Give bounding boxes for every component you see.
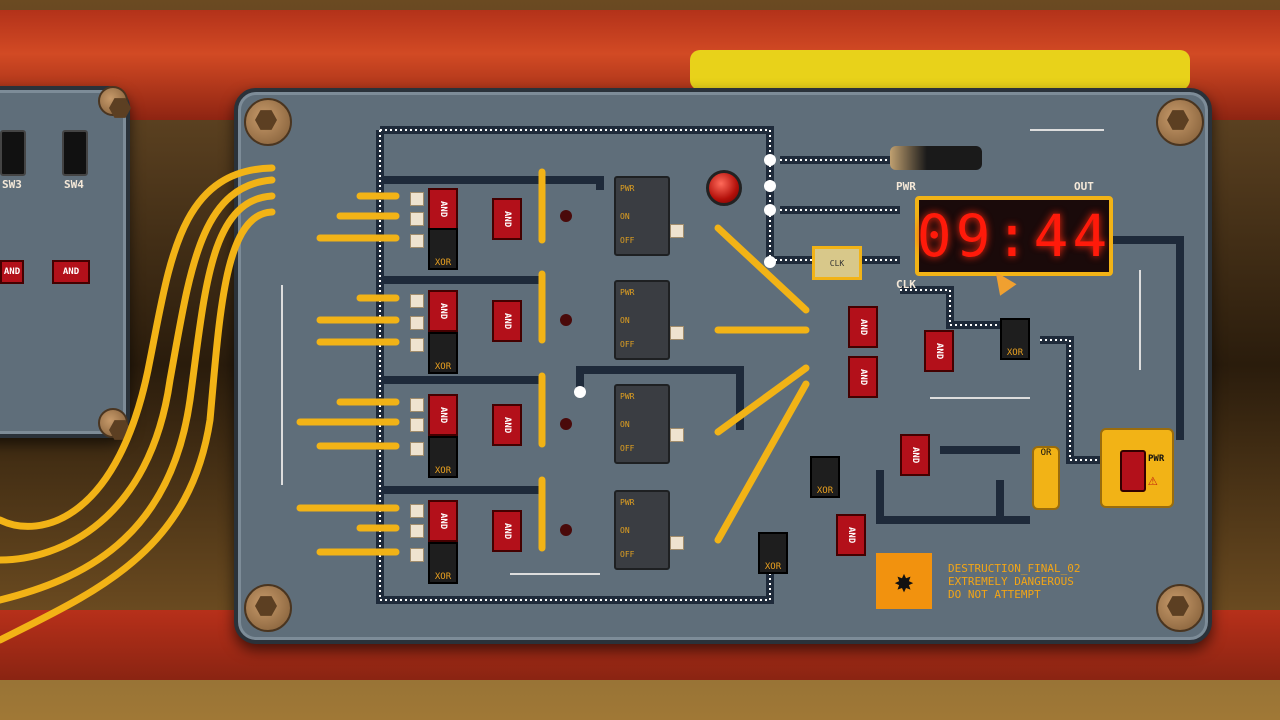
connector-pin [410, 418, 424, 432]
connector-pin [410, 398, 424, 412]
screw [98, 408, 128, 438]
indicator-led [560, 314, 572, 326]
and-gate-chip: AND [492, 198, 522, 240]
connector-pin [410, 548, 424, 562]
out-label: OUT [1074, 180, 1094, 193]
connector-pin [670, 326, 684, 340]
red-push-button[interactable] [706, 170, 742, 206]
pwr-label: PWR [896, 180, 916, 193]
junction-node [764, 180, 776, 192]
screw [98, 86, 128, 116]
connector-pin [410, 294, 424, 308]
sw3-label: SW3 [2, 178, 22, 191]
xor-gate-chip: XOR [758, 532, 788, 574]
xor-gate-chip: XOR [810, 456, 840, 498]
connector-pin [670, 428, 684, 442]
or-gate-chip: OR [1032, 446, 1060, 510]
screw-bottom-left [244, 584, 292, 632]
and-gate-chip: AND [428, 188, 458, 230]
countdown-timer-display: 09:44 [915, 196, 1113, 276]
connector-pin [670, 536, 684, 550]
junction-node [764, 154, 776, 166]
sw4-label: SW4 [64, 178, 84, 191]
screw-top-left [244, 98, 292, 146]
and-gate-chip: AND [900, 434, 930, 476]
junction-node [764, 256, 776, 268]
junction-node [574, 386, 586, 398]
and-gate-chip: AND [428, 500, 458, 542]
xor-gate-chip: XOR [428, 332, 458, 374]
and-gate-chip: AND [924, 330, 954, 372]
and-gate-chip: AND [492, 300, 522, 342]
connector-pin [410, 212, 424, 226]
connector-pin [410, 234, 424, 248]
indicator-led [560, 210, 572, 222]
indicator-led [560, 524, 572, 536]
screw-top-right [1156, 98, 1204, 146]
switch-sw4[interactable] [62, 130, 88, 176]
xor-gate-chip: XOR [428, 228, 458, 270]
and-gate-chip: AND [836, 514, 866, 556]
and-gate-chip: AND [428, 290, 458, 332]
connector-pin [670, 224, 684, 238]
connector-pin [410, 442, 424, 456]
and-gate-chip: AND [848, 356, 878, 398]
barrel-connector [890, 146, 982, 170]
warning-triangle-icon: ⚠ [1148, 470, 1158, 489]
and-gate-chip: AND [52, 260, 90, 284]
explosion-hazard-icon: ✸ [876, 553, 932, 609]
connector-pin [410, 192, 424, 206]
and-gate-chip: AND [848, 306, 878, 348]
screw-bottom-right [1156, 584, 1204, 632]
and-gate-chip: AND [428, 394, 458, 436]
connector-pin [410, 524, 424, 538]
indicator-led [560, 418, 572, 430]
xor-gate-chip: XOR [428, 542, 458, 584]
and-gate-chip: AND [492, 510, 522, 552]
connector-pin [410, 316, 424, 330]
junction-node [764, 204, 776, 216]
power-module-label: PWR [1148, 454, 1165, 464]
and-gate-chip: AND [0, 260, 24, 284]
connector-pin [410, 504, 424, 518]
xor-gate-chip: XOR [1000, 318, 1030, 360]
and-gate-chip: AND [492, 404, 522, 446]
power-button[interactable] [1120, 450, 1146, 492]
clk-label: CLK [896, 278, 916, 291]
power-module: PWR ⚠ [1100, 428, 1174, 508]
xor-gate-chip: XOR [428, 436, 458, 478]
connector-pin [410, 338, 424, 352]
clock-chip: CLK [812, 246, 862, 280]
warning-stripe [690, 50, 1190, 90]
switch-sw3[interactable] [0, 130, 26, 176]
